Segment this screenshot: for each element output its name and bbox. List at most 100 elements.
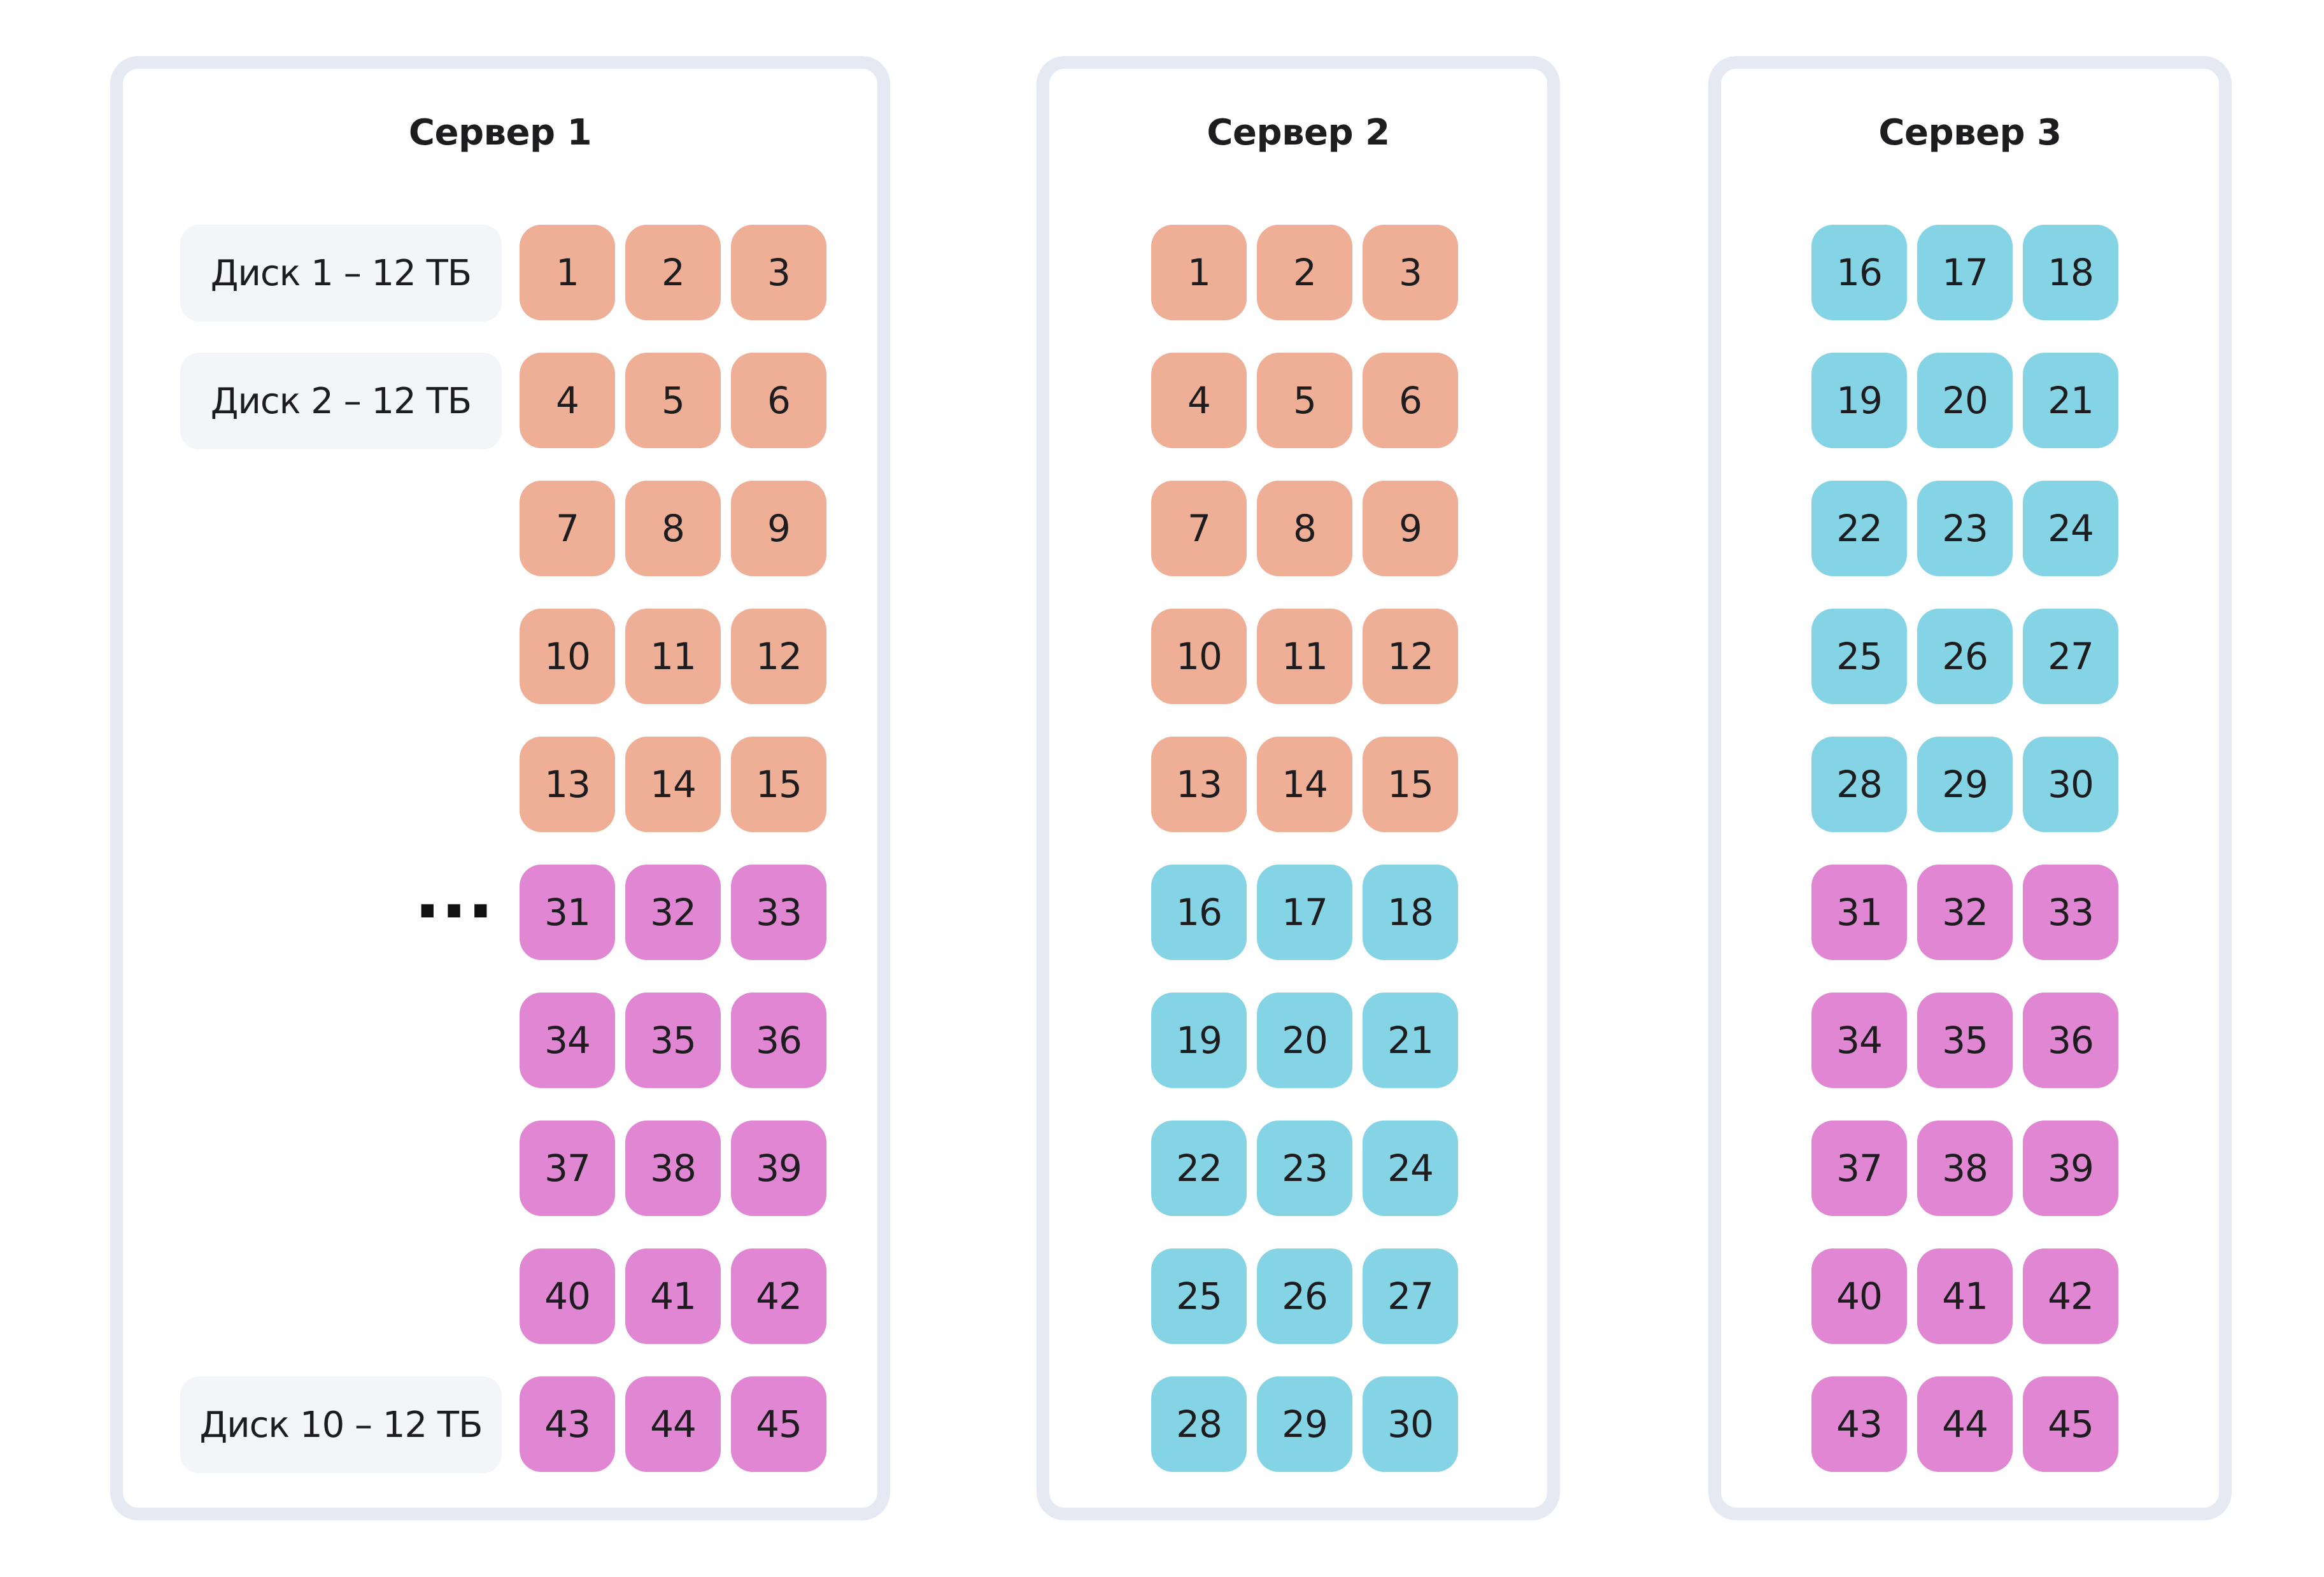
data-block-tile: 14: [1257, 737, 1352, 832]
server-title: Сервер 3: [1878, 112, 2062, 153]
data-block-tile: 43: [520, 1376, 615, 1472]
data-block-tile: 20: [1257, 993, 1352, 1088]
data-block-tile: 43: [1811, 1376, 1907, 1472]
data-block-tile: 4: [520, 353, 615, 448]
data-block-tile: 34: [1811, 993, 1907, 1088]
data-block-tile: 14: [625, 737, 721, 832]
data-block-tile: 2: [1257, 225, 1352, 320]
data-block-tile: 29: [1257, 1376, 1352, 1472]
data-block-tile: 38: [625, 1121, 721, 1216]
data-block-tile: 30: [1363, 1376, 1458, 1472]
data-block-tile: 35: [625, 993, 721, 1088]
data-block-tile: 13: [520, 737, 615, 832]
data-block-tile: 20: [1917, 353, 2013, 448]
data-block-tile: 26: [1257, 1248, 1352, 1344]
data-block-tile: 16: [1811, 225, 1907, 320]
disk-label: Диск 10 – 12 ТБ: [180, 1376, 502, 1473]
data-block-tile: 36: [2023, 993, 2118, 1088]
data-block-tile: 10: [520, 609, 615, 704]
data-block-tile: 27: [2023, 609, 2118, 704]
data-block-tile: 21: [1363, 993, 1458, 1088]
data-block-tile: 33: [731, 865, 826, 960]
data-block-tile: 2: [625, 225, 721, 320]
data-block-tile: 7: [520, 481, 615, 576]
data-block-tile: 37: [1811, 1121, 1907, 1216]
data-block-tile: 6: [1363, 353, 1458, 448]
data-block-tile: 38: [1917, 1121, 2013, 1216]
data-block-tile: 18: [1363, 865, 1458, 960]
disk-label: Диск 2 – 12 ТБ: [180, 353, 502, 449]
data-block-tile: 22: [1811, 481, 1907, 576]
data-block-tile: 1: [520, 225, 615, 320]
data-block-tile: 29: [1917, 737, 2013, 832]
data-block-tile: 27: [1363, 1248, 1458, 1344]
data-block-tile: 21: [2023, 353, 2118, 448]
data-block-tile: 31: [1811, 865, 1907, 960]
data-block-tile: 8: [1257, 481, 1352, 576]
data-block-tile: 5: [1257, 353, 1352, 448]
data-block-tile: 41: [1917, 1248, 2013, 1344]
ellipsis-indicator: ...: [414, 852, 494, 934]
data-block-tile: 7: [1151, 481, 1247, 576]
data-block-tile: 25: [1151, 1248, 1247, 1344]
data-block-tile: 44: [625, 1376, 721, 1472]
data-block-tile: 28: [1811, 737, 1907, 832]
data-block-tile: 18: [2023, 225, 2118, 320]
data-block-tile: 23: [1257, 1121, 1352, 1216]
data-block-tile: 45: [731, 1376, 826, 1472]
data-block-tile: 5: [625, 353, 721, 448]
data-block-tile: 9: [731, 481, 826, 576]
data-block-tile: 40: [520, 1248, 615, 1344]
data-block-tile: 42: [2023, 1248, 2118, 1344]
disk-label: Диск 1 – 12 ТБ: [180, 225, 502, 322]
data-block-tile: 11: [1257, 609, 1352, 704]
data-block-tile: 17: [1917, 225, 2013, 320]
data-block-tile: 28: [1151, 1376, 1247, 1472]
data-block-tile: 3: [731, 225, 826, 320]
data-block-tile: 13: [1151, 737, 1247, 832]
data-block-tile: 19: [1151, 993, 1247, 1088]
data-block-tile: 24: [1363, 1121, 1458, 1216]
data-block-tile: 6: [731, 353, 826, 448]
data-block-tile: 10: [1151, 609, 1247, 704]
data-block-tile: 35: [1917, 993, 2013, 1088]
data-block-tile: 32: [1917, 865, 2013, 960]
data-block-tile: 31: [520, 865, 615, 960]
data-block-tile: 39: [731, 1121, 826, 1216]
data-block-tile: 17: [1257, 865, 1352, 960]
data-block-tile: 44: [1917, 1376, 2013, 1472]
data-block-tile: 16: [1151, 865, 1247, 960]
data-block-tile: 36: [731, 993, 826, 1088]
data-block-tile: 40: [1811, 1248, 1907, 1344]
server-title: Сервер 2: [1207, 112, 1390, 153]
data-block-tile: 9: [1363, 481, 1458, 576]
data-block-tile: 45: [2023, 1376, 2118, 1472]
